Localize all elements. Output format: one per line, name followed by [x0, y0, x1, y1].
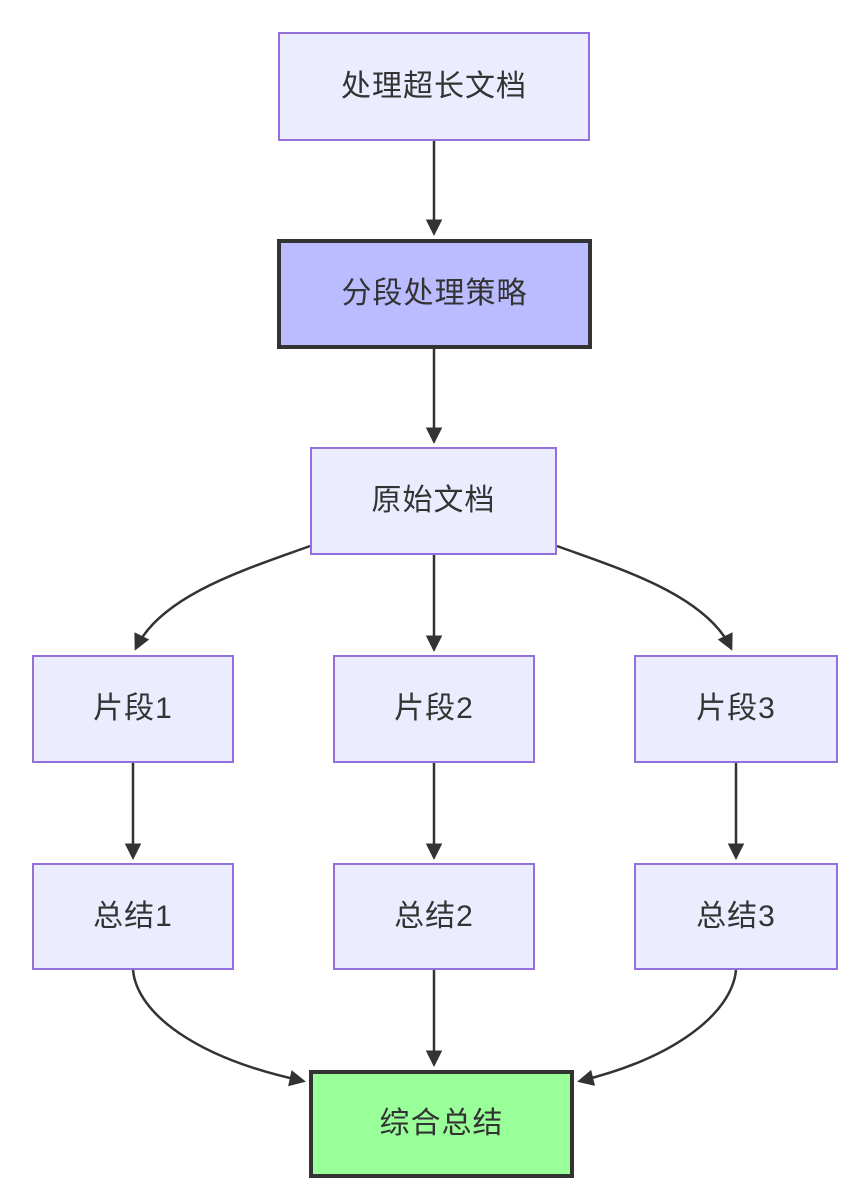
node-fragment-1-label: 片段1: [93, 692, 173, 725]
node-summary-1: 总结1: [32, 863, 234, 970]
node-fragment-2-label: 片段2: [394, 692, 474, 725]
node-start-label: 处理超长文档: [341, 69, 527, 103]
node-final-label: 综合总结: [379, 1107, 504, 1140]
node-strategy: 分段处理策略: [277, 239, 592, 349]
node-summary-3: 总结3: [634, 863, 838, 970]
node-summary-2-label: 总结2: [394, 899, 474, 933]
edge-doc-frag1: [134, 544, 311, 651]
node-strategy-label: 分段处理策略: [341, 277, 528, 310]
node-fragment-1: 片段1: [32, 655, 234, 763]
edge-sum1-final: [131, 969, 306, 1087]
node-summary-2: 总结2: [333, 863, 535, 970]
node-summary-3-label: 总结3: [696, 899, 776, 933]
edge-doc-frag3: [556, 544, 733, 651]
node-fragment-3: 片段3: [634, 655, 838, 763]
node-fragment-3-label: 片段3: [696, 692, 776, 725]
node-summary-1-label: 总结1: [93, 899, 173, 933]
node-doc-label: 原始文档: [371, 484, 496, 517]
node-final: 综合总结: [309, 1070, 574, 1178]
edge-sum3-final: [577, 969, 738, 1086]
node-doc: 原始文档: [310, 447, 557, 555]
node-start: 处理超长文档: [278, 32, 590, 141]
node-fragment-2: 片段2: [333, 655, 535, 763]
